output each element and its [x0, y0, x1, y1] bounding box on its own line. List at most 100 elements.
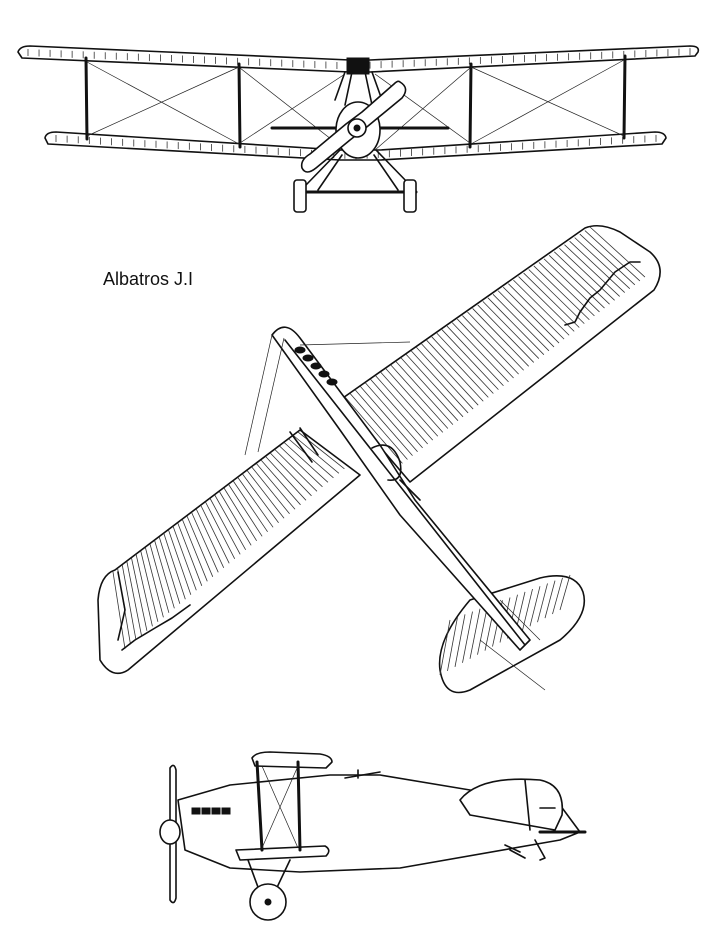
plan-rigging — [244, 334, 411, 456]
wing-rib — [462, 315, 519, 375]
wing-rib — [518, 276, 575, 332]
wing-rib — [135, 554, 153, 627]
wing-rib — [380, 371, 439, 437]
aircraft-title: Albatros J.I — [103, 269, 194, 289]
wing-rib — [522, 588, 533, 631]
wing-rib — [172, 526, 197, 591]
wing-rib — [112, 571, 126, 649]
front-strut-right-inner — [468, 62, 473, 149]
wing-rib — [390, 364, 449, 429]
wing-rib — [472, 308, 530, 367]
wing-rib — [523, 272, 580, 328]
wing-rib — [469, 608, 481, 659]
wing-rib — [365, 382, 423, 449]
wing-rib — [439, 619, 451, 676]
wing-rib — [548, 255, 605, 309]
side-rudder-line — [524, 779, 556, 831]
wing-rib — [405, 354, 464, 418]
wing-rib — [564, 244, 620, 297]
wing-rib — [360, 386, 418, 453]
wing-rib — [182, 519, 208, 582]
wing-rib — [400, 357, 459, 421]
front-wheel-left — [293, 179, 307, 213]
front-undercarriage-struts — [305, 149, 411, 191]
plan-engine — [294, 346, 338, 386]
wing-rib — [131, 557, 148, 631]
wing-rib — [205, 501, 236, 559]
wing-rib — [497, 290, 555, 348]
front-upper-wing-ribs — [27, 48, 691, 70]
wing-rib — [544, 580, 556, 619]
wing-rib — [487, 297, 545, 355]
wing-rib — [279, 445, 323, 488]
wing-rib — [513, 279, 570, 336]
wing-rib — [246, 470, 285, 519]
wing-rib — [451, 322, 509, 383]
wing-rib — [375, 375, 434, 441]
wing-rib — [537, 583, 548, 623]
wing-rib — [186, 515, 214, 577]
wing-rib — [467, 311, 524, 371]
wing-rib — [126, 561, 142, 636]
wing-rib — [149, 543, 170, 613]
front-bracing-wires — [86, 59, 625, 151]
front-strut-left-inner — [237, 62, 242, 149]
wing-rib — [446, 325, 504, 387]
plan-gun — [399, 479, 421, 501]
wing-rib — [416, 347, 474, 410]
wing-rib — [265, 456, 307, 501]
side-lower-wing — [235, 845, 330, 861]
wing-rib — [260, 459, 301, 506]
side-gun — [344, 769, 381, 779]
wing-rib — [589, 226, 646, 278]
wing-rib — [293, 435, 340, 474]
plan-cockpit — [371, 444, 402, 481]
wing-rib — [200, 505, 230, 564]
wing-rib — [569, 240, 626, 293]
front-radiator — [346, 57, 370, 75]
wing-rib — [584, 230, 641, 282]
wing-rib — [426, 340, 484, 402]
side-tail-skid — [534, 839, 546, 861]
wing-rib — [256, 463, 296, 510]
wing-rib — [121, 564, 137, 640]
wing-rib — [251, 466, 290, 515]
wing-rib — [508, 283, 565, 340]
wing-rib — [436, 332, 494, 394]
wing-rib — [283, 442, 329, 483]
plan-wing-left — [97, 429, 361, 675]
wing-rib — [574, 237, 631, 289]
wing-rib — [454, 614, 466, 667]
wing-rib — [232, 480, 268, 533]
side-view — [159, 751, 587, 921]
wing-rib — [579, 233, 636, 286]
wing-rib — [431, 336, 489, 398]
wing-rib — [344, 396, 403, 464]
wing-rib — [543, 258, 600, 313]
wing-rib — [177, 522, 203, 586]
wing-rib — [411, 350, 469, 414]
wing-rib — [154, 540, 175, 609]
side-spinner — [159, 819, 181, 845]
wing-rib — [492, 294, 550, 352]
wing-rib — [370, 379, 428, 445]
wing-rib — [228, 484, 263, 537]
wing-rib — [219, 491, 252, 546]
front-cabane — [334, 71, 383, 106]
wing-rib — [274, 449, 318, 492]
wing-rib — [354, 389, 413, 456]
plan-view — [97, 224, 661, 694]
side-strut-wires — [261, 765, 299, 849]
wing-rib — [223, 487, 257, 542]
wing-rib — [421, 343, 479, 406]
wing-rib — [502, 286, 560, 344]
wing-rib — [168, 529, 192, 595]
plan-tailplane-ribs — [439, 574, 571, 676]
wing-rib — [158, 536, 181, 604]
front-view — [17, 45, 700, 213]
wing-rib — [242, 473, 279, 524]
side-fin — [459, 778, 564, 831]
wing-rib — [538, 262, 595, 317]
